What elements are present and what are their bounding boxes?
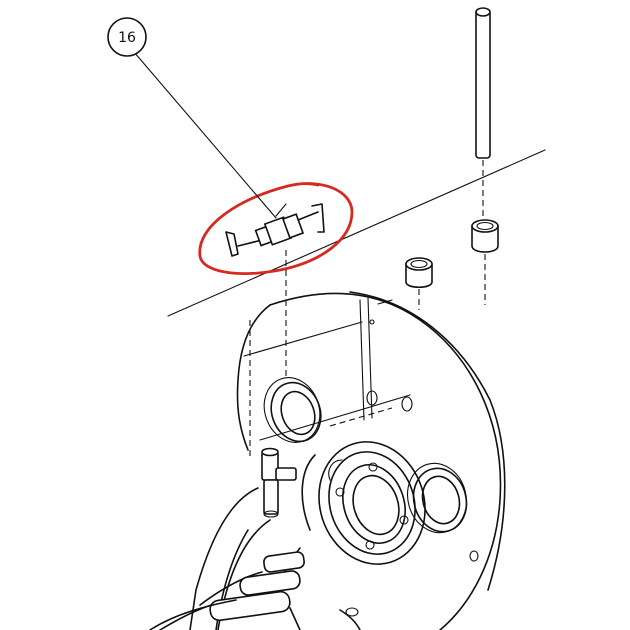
seal-ring-upper bbox=[263, 377, 322, 443]
callout-leader bbox=[133, 51, 277, 219]
bushing-small bbox=[405, 257, 433, 310]
hole-2 bbox=[401, 396, 413, 412]
rod-sensor bbox=[475, 7, 491, 222]
hole-3 bbox=[369, 319, 375, 325]
callout-16: 16 bbox=[107, 17, 147, 57]
flange-plate bbox=[236, 291, 506, 630]
tank-wall-line bbox=[167, 149, 546, 317]
assembly-axis-mid bbox=[329, 407, 393, 427]
part-16-component bbox=[225, 203, 325, 257]
highlight-circle bbox=[198, 182, 354, 275]
right-port bbox=[407, 462, 479, 562]
hole-1 bbox=[366, 390, 378, 406]
heating-element bbox=[149, 487, 361, 630]
central-port bbox=[301, 441, 426, 565]
bushing-large bbox=[471, 219, 499, 305]
tee-fitting bbox=[261, 447, 297, 518]
callout-number: 16 bbox=[118, 30, 136, 46]
